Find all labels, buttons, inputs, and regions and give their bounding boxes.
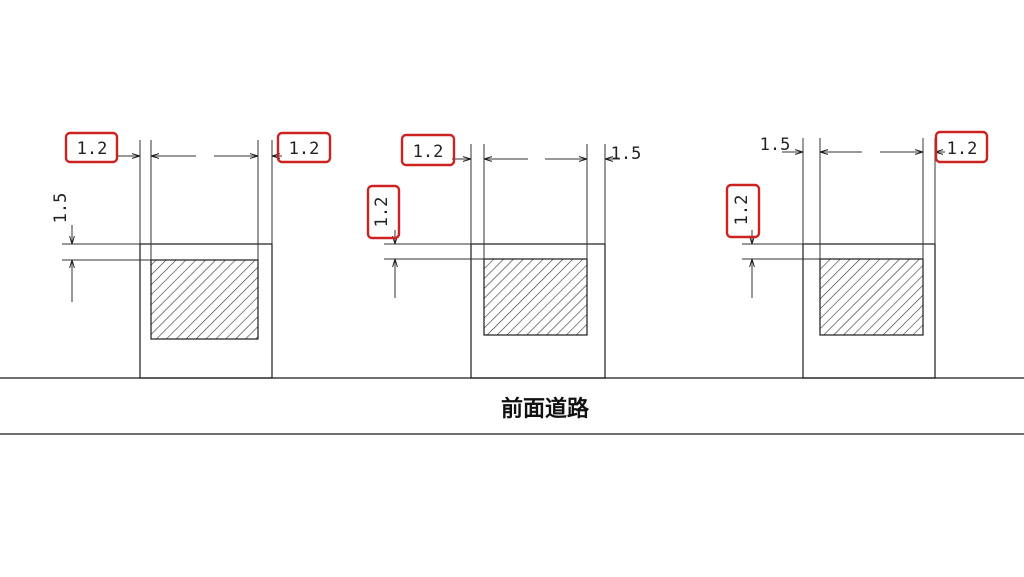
left-setback-label: 1.5: [760, 135, 791, 155]
figure-1: 1.2 1.2 1.5: [51, 131, 332, 379]
highlight-box: [64, 131, 119, 164]
highlight-box: [400, 133, 456, 167]
lot-boundary: [802, 243, 936, 379]
lot-boundary: [139, 243, 273, 379]
figure-2: 1.2 1.5 1.2: [366, 133, 642, 379]
road-label: 前面道路: [501, 396, 590, 422]
building-footprint: [483, 258, 588, 336]
right-setback-label: 1.2: [289, 139, 320, 159]
front-setback-label: 1.5: [51, 193, 71, 224]
right-setback-label: 1.5: [611, 144, 642, 164]
highlight-box: [725, 183, 761, 239]
highlight-box: [276, 131, 332, 164]
building-footprint: [819, 258, 924, 336]
figure-3: 1.5 1.2 1.2: [725, 130, 989, 379]
lot-boundary: [470, 243, 606, 379]
front-setback-label: 1.2: [732, 195, 752, 226]
left-setback-label: 1.2: [77, 139, 108, 159]
front-setback-label: 1.2: [372, 197, 392, 228]
highlight-box: [934, 130, 989, 164]
front-road: 前面道路: [0, 377, 1024, 435]
building-footprint: [150, 259, 259, 340]
highlight-box: [366, 184, 401, 240]
right-setback-label: 1.2: [947, 139, 978, 159]
left-setback-label: 1.2: [413, 142, 444, 162]
